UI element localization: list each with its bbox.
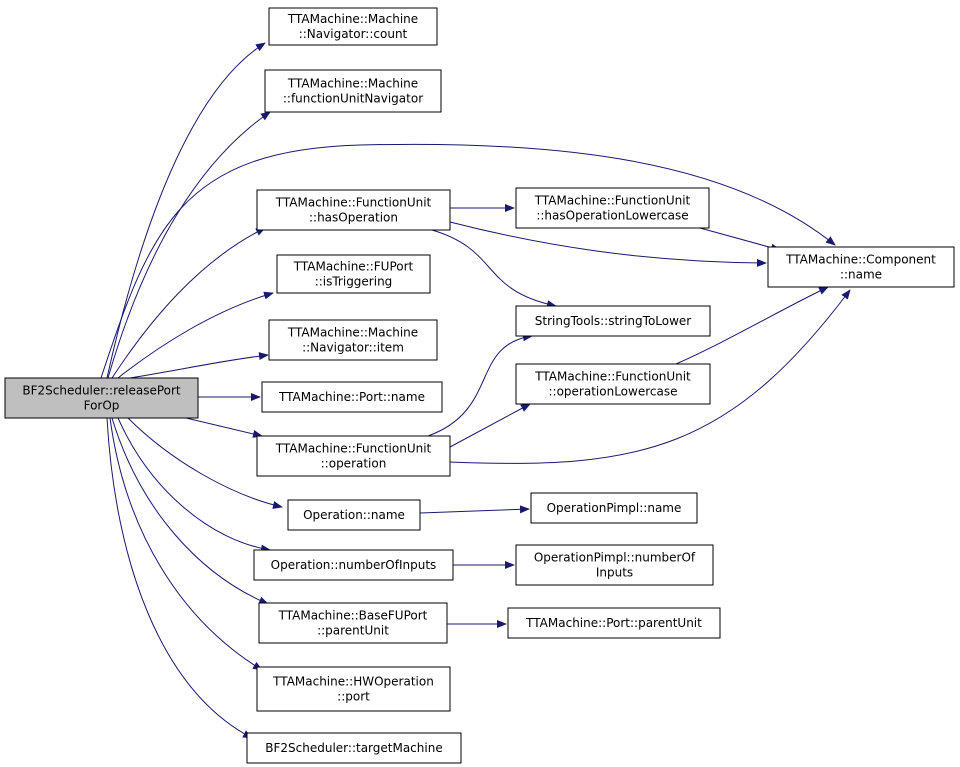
node-port_name[interactable]: TTAMachine::Port::name bbox=[261, 381, 443, 413]
node-box bbox=[507, 607, 721, 639]
node-label-line: BF2Scheduler::targetMachine bbox=[265, 741, 442, 755]
node-label-line: ::hasOperationLowercase bbox=[536, 209, 688, 223]
edge-root-to-parent_unit bbox=[111, 417, 269, 605]
node-label-line: ::functionUnitNavigator bbox=[283, 92, 423, 106]
edge-root-to-component_name bbox=[100, 143, 836, 379]
edge-has_operation-to-component_name bbox=[449, 221, 767, 267]
edge-root-to-fu_operation bbox=[185, 417, 263, 438]
node-label-line: ::hasOperation bbox=[309, 211, 398, 225]
node-label-line: TTAMachine::Port::name bbox=[278, 390, 425, 404]
node-label-line: ::Navigator::count bbox=[299, 27, 408, 41]
node-box bbox=[256, 435, 451, 477]
node-port_parent_unit[interactable]: TTAMachine::Port::parentUnit bbox=[507, 607, 721, 639]
node-has_op_lower[interactable]: TTAMachine::FunctionUnit::hasOperationLo… bbox=[515, 187, 710, 229]
node-label-line: OperationPimpl::name bbox=[547, 501, 682, 515]
node-box bbox=[515, 363, 711, 405]
node-box bbox=[246, 732, 462, 764]
node-parent_unit[interactable]: TTAMachine::BaseFUPort::parentUnit bbox=[258, 602, 448, 644]
edge-root-to-hw_port bbox=[109, 417, 263, 671]
node-operation_name[interactable]: Operation::name bbox=[287, 499, 421, 531]
node-nav_item[interactable]: TTAMachine::Machine::Navigator::item bbox=[268, 319, 438, 361]
node-label-line: ::operation bbox=[321, 457, 387, 471]
node-box bbox=[4, 377, 199, 419]
node-label-line: TTAMachine::Machine bbox=[287, 12, 418, 26]
node-has_operation[interactable]: TTAMachine::FunctionUnit::hasOperation bbox=[256, 189, 451, 231]
node-box bbox=[515, 544, 714, 586]
nodes-layer: BF2Scheduler::releasePortForOpTTAMachine… bbox=[4, 7, 955, 764]
edge-operation_name-to-pimpl_name bbox=[419, 505, 530, 514]
node-label-line: TTAMachine::FunctionUnit bbox=[534, 194, 691, 208]
node-label-line: ::operationLowercase bbox=[549, 385, 678, 399]
edge-root-to-nav_item bbox=[129, 352, 269, 379]
node-label-line: ::name bbox=[840, 268, 882, 282]
node-fu_operation[interactable]: TTAMachine::FunctionUnit::operation bbox=[256, 435, 451, 477]
node-fu_navigator[interactable]: TTAMachine::Machine::functionUnitNavigat… bbox=[264, 69, 442, 113]
node-label-line: Operation::numberOfInputs bbox=[271, 558, 437, 572]
edge-fu_operation-to-op_lower bbox=[449, 403, 531, 448]
edge-has_operation-to-string_to_lower bbox=[431, 229, 557, 309]
edge-root-to-nav_count bbox=[106, 42, 266, 379]
node-box bbox=[264, 69, 442, 113]
node-box bbox=[253, 549, 454, 581]
node-label-line: TTAMachine::Machine bbox=[287, 326, 418, 340]
node-component_name[interactable]: TTAMachine::Component::name bbox=[767, 246, 955, 288]
node-pimpl_inputs[interactable]: OperationPimpl::numberOfInputs bbox=[515, 544, 714, 586]
node-box bbox=[767, 246, 955, 288]
edge-root-to-operation_name bbox=[127, 417, 283, 509]
edge-fu_operation-to-string_to_lower bbox=[427, 333, 533, 437]
node-label-line: BF2Scheduler::releasePort bbox=[22, 384, 181, 398]
node-label-line: ::parentUnit bbox=[317, 624, 389, 638]
edge-has_op_lower-to-component_name bbox=[699, 227, 781, 252]
node-label-line: StringTools::stringToLower bbox=[535, 314, 692, 328]
node-label-line: TTAMachine::FUPort bbox=[293, 260, 414, 274]
node-target_machine[interactable]: BF2Scheduler::targetMachine bbox=[246, 732, 462, 764]
node-label-line: OperationPimpl::numberOf bbox=[534, 551, 696, 565]
node-label-line: ::Navigator::item bbox=[302, 341, 404, 355]
edge-root-to-number_of_inputs bbox=[117, 417, 271, 553]
node-box bbox=[530, 492, 698, 524]
node-label-line: Operation::name bbox=[303, 508, 405, 522]
node-box bbox=[261, 381, 443, 413]
node-label-line: ::isTriggering bbox=[315, 275, 393, 289]
edges-layer bbox=[100, 42, 851, 739]
node-nav_count[interactable]: TTAMachine::Machine::Navigator::count bbox=[268, 7, 438, 46]
node-label-line: ForOp bbox=[84, 399, 120, 413]
edge-op_lower-to-component_name bbox=[675, 286, 829, 365]
node-label-line: TTAMachine::Component bbox=[785, 253, 936, 267]
node-box bbox=[515, 305, 711, 337]
node-label-line: ::port bbox=[337, 690, 370, 704]
node-op_lower[interactable]: TTAMachine::FunctionUnit::operationLower… bbox=[515, 363, 711, 405]
edge-root-to-fu_navigator bbox=[107, 111, 271, 379]
node-is_triggering[interactable]: TTAMachine::FUPort::isTriggering bbox=[276, 254, 431, 294]
node-box bbox=[256, 189, 451, 231]
node-box bbox=[515, 187, 710, 229]
node-box bbox=[256, 666, 451, 712]
node-label-line: TTAMachine::BaseFUPort bbox=[278, 609, 428, 623]
edge-fu_operation-to-component_name bbox=[449, 289, 851, 464]
node-label-line: TTAMachine::HWOperation bbox=[272, 675, 434, 689]
node-label-line: TTAMachine::Machine bbox=[287, 77, 418, 91]
node-hw_port[interactable]: TTAMachine::HWOperation::port bbox=[256, 666, 451, 712]
node-box bbox=[258, 602, 448, 644]
node-string_to_lower[interactable]: StringTools::stringToLower bbox=[515, 305, 711, 337]
edge-root-to-target_machine bbox=[106, 417, 253, 739]
node-box bbox=[287, 499, 421, 531]
node-label-line: TTAMachine::FunctionUnit bbox=[275, 196, 432, 210]
node-box bbox=[276, 254, 431, 294]
node-label-line: TTAMachine::FunctionUnit bbox=[534, 370, 691, 384]
node-label-line: TTAMachine::Port::parentUnit bbox=[525, 616, 702, 630]
node-label-line: Inputs bbox=[596, 566, 633, 580]
node-box bbox=[268, 319, 438, 361]
node-label-line: TTAMachine::FunctionUnit bbox=[275, 442, 432, 456]
edge-root-to-is_triggering bbox=[117, 291, 274, 379]
node-box bbox=[268, 7, 438, 46]
node-pimpl_name[interactable]: OperationPimpl::name bbox=[530, 492, 698, 524]
node-number_of_inputs[interactable]: Operation::numberOfInputs bbox=[253, 549, 454, 581]
edge-root-to-has_operation bbox=[111, 227, 266, 379]
